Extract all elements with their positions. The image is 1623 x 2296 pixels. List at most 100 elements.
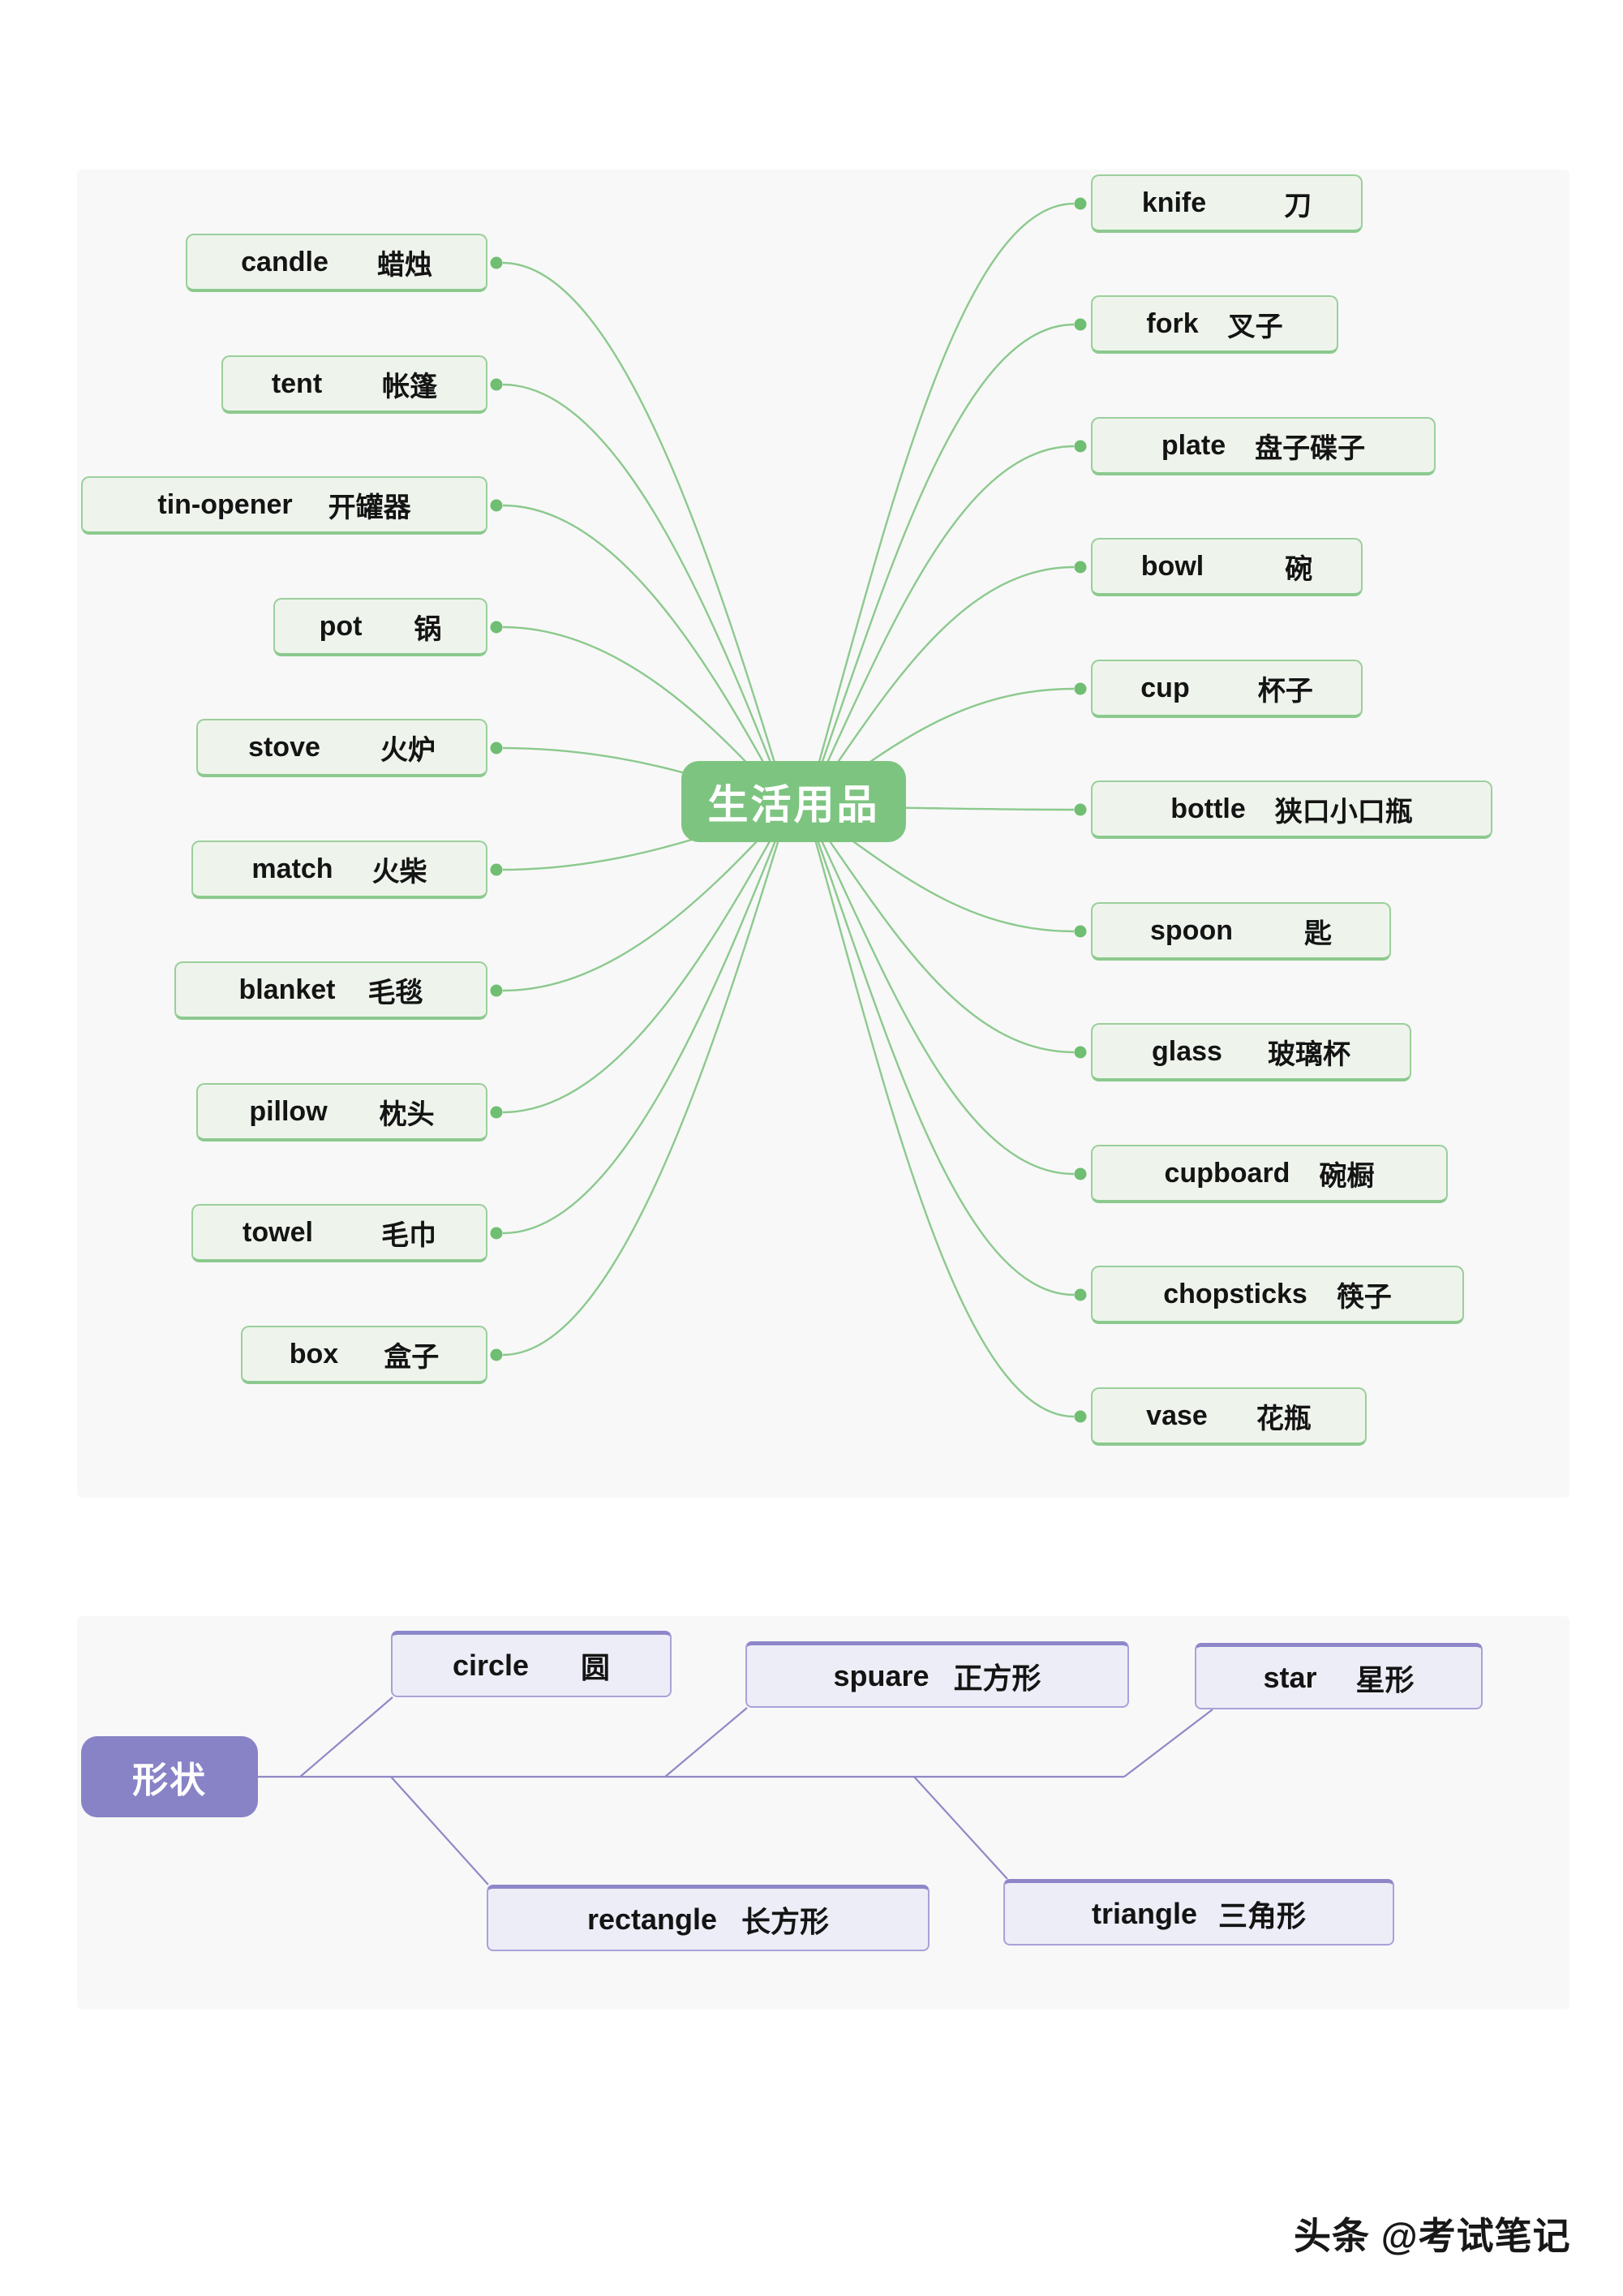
node-label-en: tin-opener xyxy=(157,488,293,520)
branch-dot-left xyxy=(490,378,503,391)
node-label-en: circle xyxy=(452,1648,530,1682)
node-label-en: knife xyxy=(1141,187,1207,218)
branch-dot-right xyxy=(1074,318,1087,331)
branch-dot-left xyxy=(490,1106,503,1119)
node-fork[interactable]: fork 叉子 xyxy=(1091,295,1338,354)
branch-dot-right xyxy=(1074,925,1087,938)
node-label-zh: 圆 xyxy=(581,1650,611,1684)
node-label-zh: 帐篷 xyxy=(382,371,438,402)
branch-dot-left xyxy=(490,499,503,512)
branch-line-left xyxy=(502,383,790,809)
branch-dot-left xyxy=(490,1348,503,1361)
shape-branch-line xyxy=(1123,1709,1213,1778)
node-triangle[interactable]: triangle 三角形 xyxy=(1003,1879,1394,1946)
node-label-en: triangle xyxy=(1091,1896,1197,1930)
branch-dot-left xyxy=(490,256,503,269)
branch-line-left xyxy=(502,261,790,809)
branch-dot-right xyxy=(1074,682,1087,695)
node-cup[interactable]: cup 杯子 xyxy=(1091,660,1363,718)
branch-dot-left xyxy=(490,742,503,755)
node-label-zh: 枕头 xyxy=(379,1099,435,1130)
node-label-zh: 刀 xyxy=(1284,190,1312,221)
branch-line-right xyxy=(805,807,1075,1418)
shape-branch-line xyxy=(664,1707,748,1778)
watermark-text: 头条 @考试笔记 xyxy=(1294,2215,1571,2257)
branch-dot-left xyxy=(490,863,503,876)
node-label-zh: 毛毯 xyxy=(367,977,423,1008)
node-label-zh: 盘子碟子 xyxy=(1255,432,1366,464)
node-label-en: pillow xyxy=(249,1095,328,1127)
node-stove[interactable]: stove 火炉 xyxy=(196,719,487,777)
branch-dot-left xyxy=(490,621,503,634)
node-label-zh: 匙 xyxy=(1303,918,1332,949)
branch-dot-right xyxy=(1074,803,1087,816)
node-knife[interactable]: knife 刀 xyxy=(1091,174,1363,233)
node-label-en: spoon xyxy=(1150,914,1233,946)
branch-dot-right xyxy=(1074,561,1087,574)
node-label-en: match xyxy=(251,853,333,884)
node-label-en: cupboard xyxy=(1164,1157,1290,1189)
node-label-zh: 碗 xyxy=(1285,553,1313,585)
branch-line-left xyxy=(502,504,790,809)
shape-branch-line xyxy=(390,1776,489,1885)
node-label-zh: 叉子 xyxy=(1227,311,1283,342)
node-label-en: blanket xyxy=(238,974,336,1005)
node-bowl[interactable]: bowl 碗 xyxy=(1091,538,1363,596)
node-blanket[interactable]: blanket 毛毯 xyxy=(174,961,487,1020)
node-candle[interactable]: candle 蜡烛 xyxy=(186,234,487,292)
root-node-household[interactable]: 生活用品 xyxy=(681,761,906,842)
node-label-zh: 蜡烛 xyxy=(376,249,432,281)
node-label-zh: 三角形 xyxy=(1218,1898,1307,1933)
node-tin-opener[interactable]: tin-opener 开罐器 xyxy=(81,476,487,535)
node-match[interactable]: match 火柴 xyxy=(191,841,487,899)
node-label-en: cup xyxy=(1140,672,1190,703)
branch-dot-right xyxy=(1074,1410,1087,1423)
shape-branch-line xyxy=(299,1696,393,1778)
branch-dot-right xyxy=(1074,197,1087,210)
root-node-household-label: 生活用品 xyxy=(707,782,880,828)
branch-line-right xyxy=(805,807,1075,1296)
node-label-en: box xyxy=(289,1338,339,1369)
node-label-en: chopsticks xyxy=(1163,1278,1307,1309)
node-label-zh: 开罐器 xyxy=(328,492,411,523)
node-label-zh: 碗橱 xyxy=(1319,1160,1375,1192)
node-label-zh: 火柴 xyxy=(371,856,427,888)
node-pillow[interactable]: pillow 枕头 xyxy=(196,1083,487,1142)
node-label-en: bowl xyxy=(1140,550,1204,582)
branch-dot-right xyxy=(1074,440,1087,453)
branch-line-right xyxy=(805,202,1075,809)
branch-line-left xyxy=(502,807,790,1235)
branch-line-right xyxy=(805,807,1075,1054)
node-label-zh: 杯子 xyxy=(1257,675,1313,707)
node-label-en: fork xyxy=(1146,307,1199,339)
node-cupboard[interactable]: cupboard 碗橱 xyxy=(1091,1145,1448,1203)
root-node-shapes-label: 形状 xyxy=(132,1761,207,1800)
node-glass[interactable]: glass 玻璃杯 xyxy=(1091,1023,1411,1081)
branch-line-left xyxy=(502,807,790,1114)
node-label-zh: 玻璃杯 xyxy=(1267,1038,1350,1070)
node-label-en: glass xyxy=(1152,1035,1222,1067)
branch-dot-right xyxy=(1074,1167,1087,1180)
node-plate[interactable]: plate 盘子碟子 xyxy=(1091,417,1436,475)
root-node-shapes[interactable]: 形状 xyxy=(81,1736,258,1817)
node-label-zh: 盒子 xyxy=(384,1341,440,1373)
node-circle[interactable]: circle 圆 xyxy=(391,1631,672,1697)
node-label-en: stove xyxy=(248,731,320,763)
node-box[interactable]: box 盒子 xyxy=(241,1326,487,1384)
node-label-en: bottle xyxy=(1170,793,1246,824)
node-label-en: vase xyxy=(1146,1400,1208,1431)
node-label-zh: 火炉 xyxy=(380,734,436,766)
node-label-en: candle xyxy=(241,246,328,277)
branch-dot-left xyxy=(490,984,503,997)
node-label-en: plate xyxy=(1161,429,1226,461)
node-spoon[interactable]: spoon 匙 xyxy=(1091,902,1391,961)
